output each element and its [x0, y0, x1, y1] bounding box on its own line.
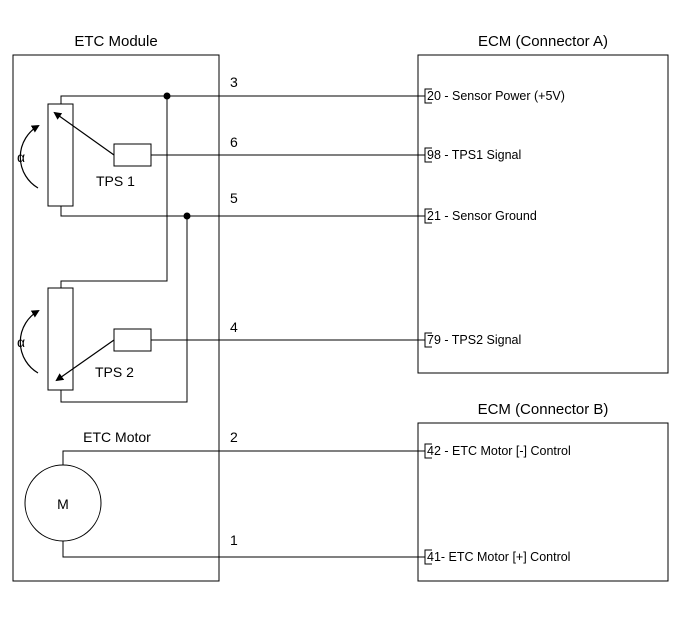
ecm-a-pin-tps1-signal: 98 - TPS1 Signal [427, 148, 521, 162]
tps2-rotation-arrow [19, 309, 40, 374]
wire-sensor-power [60, 95, 425, 104]
wire-sensor-ground [60, 206, 425, 217]
tps1-alpha-symbol: α [17, 149, 25, 165]
ecm-b-pin-motor-plus: 41- ETC Motor [+] Control [427, 550, 570, 564]
wire-number-sensor-ground: 5 [230, 190, 238, 206]
wire-number-tps1-signal: 6 [230, 134, 238, 150]
pin-bracket-tps1-signal [424, 147, 432, 163]
wire-number-motor-minus: 2 [230, 429, 238, 445]
pin-bracket-sensor-ground [424, 208, 432, 224]
tps1-signal-box [113, 143, 152, 167]
wire-number-tps2-signal: 4 [230, 319, 238, 335]
ecm-a-box [417, 54, 669, 374]
wire-number-sensor-power: 3 [230, 74, 238, 90]
ecm-b-box [417, 422, 669, 582]
wire-motor-minus [62, 450, 425, 465]
ecm-a-pin-sensor-power: 20 - Sensor Power (+5V) [427, 89, 565, 103]
wire-number-motor-plus: 1 [230, 532, 238, 548]
tps2-label: TPS 2 [95, 364, 134, 380]
etc-motor-title: ETC Motor [83, 429, 151, 445]
wire-sensor-power-tps2 [60, 96, 168, 288]
pin-bracket-tps2-signal [424, 332, 432, 348]
tps1-label: TPS 1 [96, 173, 135, 189]
ecm-b-pin-motor-minus: 42 - ETC Motor [-] Control [427, 444, 571, 458]
ecm-a-pin-tps2-signal: 79 - TPS2 Signal [427, 333, 521, 347]
wire-sensor-ground-tps2 [60, 216, 188, 403]
wire-motor-plus [62, 541, 425, 558]
pin-bracket-motor-plus [424, 549, 432, 565]
ecm-a-pin-sensor-ground: 21 - Sensor Ground [427, 209, 537, 223]
tps1-potentiometer [47, 103, 74, 207]
pin-bracket-sensor-power [424, 88, 432, 104]
tps2-alpha-symbol: α [17, 334, 25, 350]
ecm-b-title: ECM (Connector B) [478, 401, 609, 418]
tps1-rotation-arrow [19, 124, 40, 189]
etc-module-title: ETC Module [74, 33, 157, 50]
tps2-wiper-arrow [55, 339, 115, 382]
etc-module-box [12, 54, 220, 582]
etc-motor-symbol: M [57, 496, 69, 512]
pin-bracket-motor-minus [424, 443, 432, 459]
tps2-potentiometer [47, 287, 74, 391]
tps1-wiper-arrow [53, 111, 115, 156]
ecm-a-title: ECM (Connector A) [478, 33, 608, 50]
tps2-signal-box [113, 328, 152, 352]
